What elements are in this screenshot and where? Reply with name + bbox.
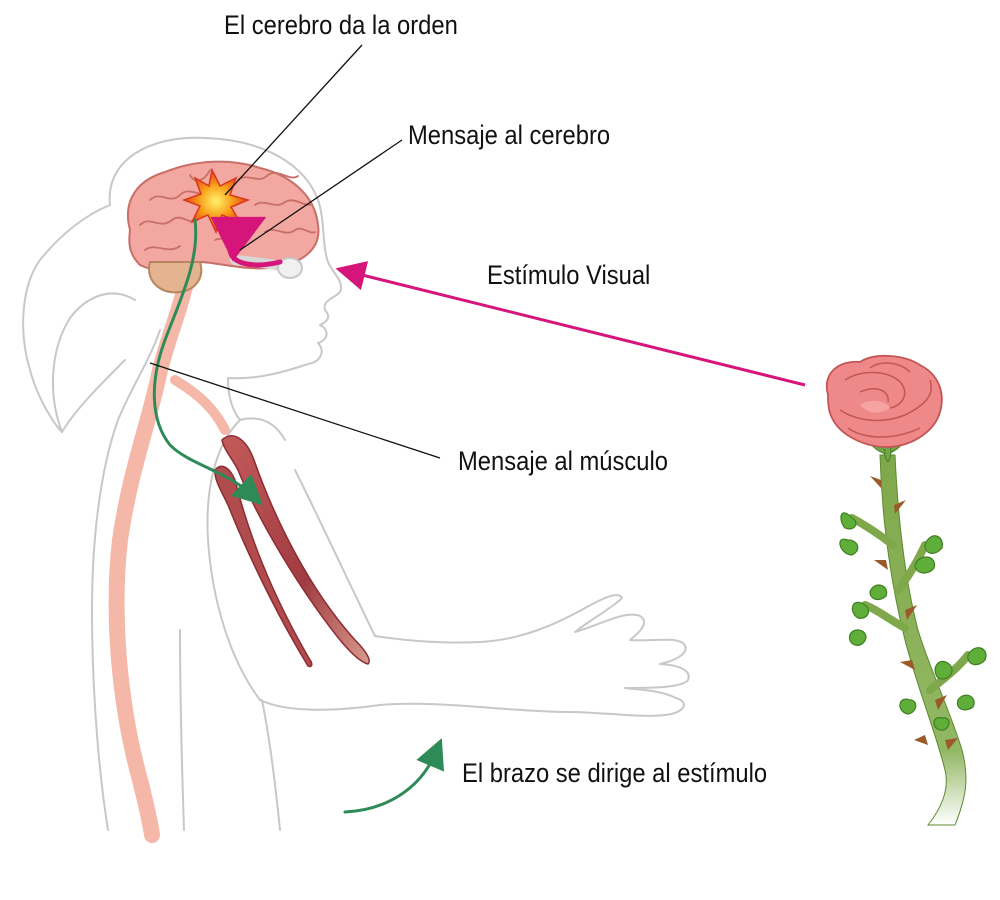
label-arm-moves: El brazo se dirige al estímulo <box>462 758 768 788</box>
label-message-to-muscle: Mensaje al músculo <box>458 446 668 476</box>
motor-pathway-arrow <box>152 218 264 506</box>
arm-motion-arrow <box>343 738 444 814</box>
label-brain-order: El cerebro da la orden <box>224 10 458 40</box>
arm-outline <box>206 419 690 717</box>
ponytail-outline <box>22 204 136 433</box>
torso-front <box>261 699 281 831</box>
label-message-to-brain: Mensaje al cerebro <box>408 120 611 150</box>
biceps-muscle <box>214 435 370 668</box>
sensory-loop-arrow <box>210 216 283 268</box>
label-visual-stimulus: Estímulo Visual <box>487 260 651 290</box>
eye-icon <box>277 257 303 279</box>
brain <box>126 160 320 294</box>
head-outline <box>108 136 343 380</box>
body-outline <box>22 136 690 831</box>
rose <box>825 354 987 826</box>
spinal-cord <box>108 252 198 843</box>
neck-front <box>227 377 241 421</box>
visual-stimulus-arrow <box>335 261 806 387</box>
pointer-lines <box>149 44 441 459</box>
back-outline <box>91 329 161 831</box>
